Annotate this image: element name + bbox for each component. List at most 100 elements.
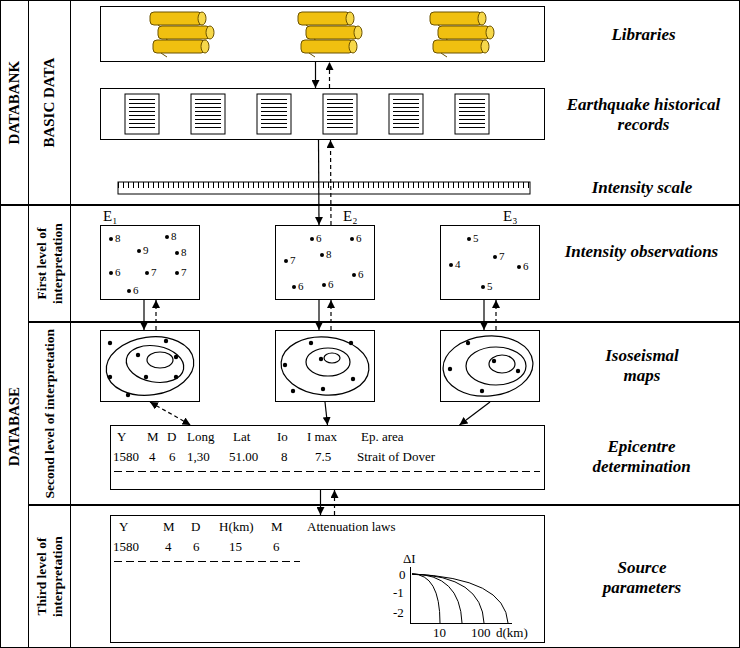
table-cell: Attenuation laws (307, 520, 395, 535)
feedback-arrow (330, 140, 332, 225)
table-cell: Strait of Dover (357, 450, 435, 465)
flow-arrow (460, 402, 491, 425)
table-cell: Ep. area (361, 430, 404, 445)
intensity-value: 6 (133, 284, 139, 297)
intensity-value: 5 (487, 280, 493, 293)
table-cell: H(km) (219, 520, 254, 535)
intensity-value: 6 (358, 268, 364, 281)
event-label: E₁ (103, 208, 117, 225)
flow-arrow (315, 62, 316, 88)
record-sheets (125, 94, 489, 134)
attenuation-chart (410, 567, 512, 624)
intensity-value: 8 (326, 248, 332, 261)
source-table: YMDH(km)MAttenuation laws158046156ΔI0-1-… (110, 515, 545, 643)
isoseismal-dots (108, 339, 520, 397)
basic-data-band: BASIC DATA LibrariesEarthquake historical… (28, 0, 740, 205)
table-cell: -1 (393, 586, 404, 601)
table-cell: M (271, 520, 283, 535)
row-label: Source parameters (582, 558, 702, 598)
table-cell: 4 (165, 540, 172, 555)
table-cell: 1,30 (187, 450, 210, 465)
row-label: Intensity observations (564, 242, 719, 262)
intensity-value: 6 (316, 232, 322, 245)
isoseismal-box (440, 330, 540, 402)
level-label: Second level of interpretation (41, 325, 57, 502)
intensity-value: 6 (298, 280, 304, 293)
table-cell: Lat (233, 430, 250, 445)
isoseismal-lines (102, 331, 535, 401)
intensity-value: 6 (523, 260, 529, 273)
event-label: E₂ (343, 208, 357, 225)
level-label: First level of interpretation (33, 208, 64, 319)
intensity-value: 6 (115, 266, 121, 279)
libraries-box: Libraries (100, 6, 545, 62)
table-cell: M (147, 430, 159, 445)
row-label: Libraries (566, 25, 721, 45)
table-cell: -2 (393, 606, 404, 621)
table-cell: 4 (149, 450, 156, 465)
isoseismal-box (100, 330, 200, 402)
level-label: DATABASE (5, 208, 22, 645)
flow-arrow (325, 402, 328, 425)
intensity-value: 5 (473, 232, 479, 245)
records-box: Earthquake historical records (100, 88, 545, 140)
intensity-value: 6 (356, 232, 362, 245)
intensity-value: 8 (181, 246, 187, 259)
table-cell: Y (117, 430, 126, 445)
table-cell: D (167, 430, 176, 445)
table-cell: 1580 (113, 450, 139, 465)
level-band: First level of interpretationE₁88986776E… (28, 205, 740, 322)
table-cell: 6 (169, 450, 176, 465)
level-label: DATABANK (5, 3, 22, 202)
intensity-value: 6 (328, 278, 334, 291)
databank-band: DATABANK BASIC DATA LibrariesEarthquake hi… (0, 0, 740, 205)
table-cell: 10 (433, 626, 446, 641)
feedback-arrow (334, 490, 335, 515)
feedback-arrow (329, 62, 330, 88)
flow-arrow (143, 300, 144, 330)
flow-arrow (318, 140, 320, 225)
flow-arrow (483, 300, 484, 330)
flow-arrow (320, 490, 321, 515)
intensity-value: 8 (171, 230, 177, 243)
table-cell: D (191, 520, 200, 535)
observation-box: E₂6678666 (275, 225, 375, 300)
observation-box: E₃54765 (440, 225, 540, 300)
level-label: Third level of interpretation (33, 508, 64, 645)
table-cell: 0 (399, 568, 406, 583)
intensity-value: 4 (455, 258, 461, 271)
epicentre-table: Y MD Long Lat Io I max Ep. area 1580 46 1,30 51.00… (110, 425, 545, 490)
table-cell: 8 (281, 450, 288, 465)
row-label: Isoseismal maps (587, 346, 697, 386)
isoseismal-box (275, 330, 375, 402)
intensity-value: 7 (151, 266, 157, 279)
intensity-ruler (118, 182, 530, 194)
table-cell: 15 (229, 540, 242, 555)
row-label: Intensity scale (562, 178, 722, 198)
level-label: BASIC DATA (40, 3, 57, 202)
table-cell: 7.5 (315, 450, 331, 465)
table-cell: Long (187, 430, 214, 445)
table-dash (114, 561, 300, 562)
feedback-arrow (150, 402, 191, 425)
table-dash (114, 471, 540, 472)
table-cell: 51.00 (229, 450, 258, 465)
table-cell: Io (277, 430, 288, 445)
library-books (150, 12, 494, 57)
table-cell: 100 (471, 626, 491, 641)
table-cell: I max (307, 430, 337, 445)
flow-arrow (318, 300, 319, 330)
table-cell: d(km) (496, 626, 528, 641)
column-rule (70, 0, 71, 648)
table-cell: M (163, 520, 175, 535)
table-cell: 6 (273, 540, 280, 555)
table-cell: ΔI (403, 552, 416, 567)
table-cell: 1580 (113, 540, 139, 555)
row-label: Epicentre determination (564, 437, 719, 477)
row-label: Earthquake historical records (566, 95, 721, 135)
intensity-value: 7 (290, 254, 296, 267)
intensity-value: 8 (115, 232, 121, 245)
feedback-arrow (155, 300, 156, 330)
feedback-arrow (330, 300, 331, 330)
intensity-value: 7 (181, 266, 187, 279)
